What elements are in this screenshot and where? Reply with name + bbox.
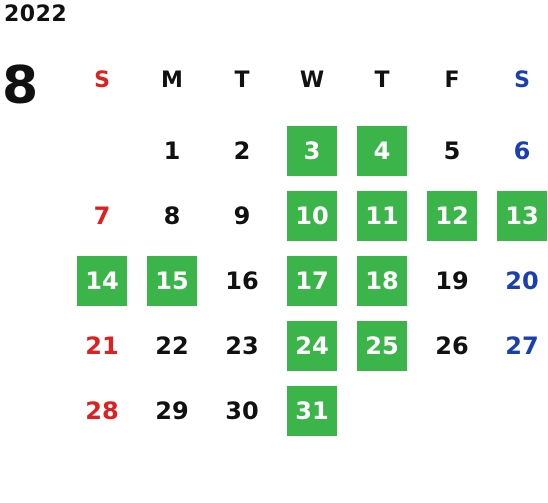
day-cell[interactable]: 20 (505, 267, 539, 295)
day-cell[interactable]: 6 (513, 137, 531, 165)
day-cell[interactable]: 19 (435, 267, 469, 295)
day-cell[interactable]: 7 (93, 202, 111, 230)
calendar-year: 2022 (4, 2, 68, 27)
day-cell[interactable]: 25 (357, 321, 407, 371)
day-cell[interactable]: 10 (287, 191, 337, 241)
day-cell[interactable]: 26 (435, 332, 469, 360)
weekday-label: T (234, 68, 250, 93)
day-cell[interactable]: 1 (163, 137, 181, 165)
day-cell[interactable]: 11 (357, 191, 407, 241)
day-cell[interactable]: 28 (85, 397, 119, 425)
day-cell[interactable]: 23 (225, 332, 259, 360)
day-cell[interactable]: 16 (225, 267, 259, 295)
day-cell[interactable]: 8 (163, 202, 181, 230)
day-cell[interactable]: 27 (505, 332, 539, 360)
weekday-label: T (374, 68, 390, 93)
day-cell[interactable]: 5 (443, 137, 461, 165)
weekday-label: M (161, 68, 183, 93)
calendar-month: 8 (2, 56, 39, 116)
day-cell[interactable]: 15 (147, 256, 197, 306)
weekday-label: W (299, 68, 325, 93)
weekday-label: F (444, 68, 460, 93)
day-cell[interactable]: 31 (287, 386, 337, 436)
day-cell[interactable]: 12 (427, 191, 477, 241)
day-cell[interactable]: 13 (497, 191, 547, 241)
day-cell[interactable]: 30 (225, 397, 259, 425)
day-cell[interactable]: 22 (155, 332, 189, 360)
day-cell[interactable]: 4 (357, 126, 407, 176)
day-cell[interactable]: 18 (357, 256, 407, 306)
day-cell[interactable]: 17 (287, 256, 337, 306)
weekday-label: S (514, 68, 530, 93)
weekday-label: S (94, 68, 110, 93)
day-cell[interactable]: 24 (287, 321, 337, 371)
day-cell[interactable]: 9 (233, 202, 251, 230)
day-cell[interactable]: 14 (77, 256, 127, 306)
day-cell[interactable]: 29 (155, 397, 189, 425)
day-cell[interactable]: 2 (233, 137, 251, 165)
day-cell[interactable]: 3 (287, 126, 337, 176)
day-cell[interactable]: 21 (85, 332, 119, 360)
